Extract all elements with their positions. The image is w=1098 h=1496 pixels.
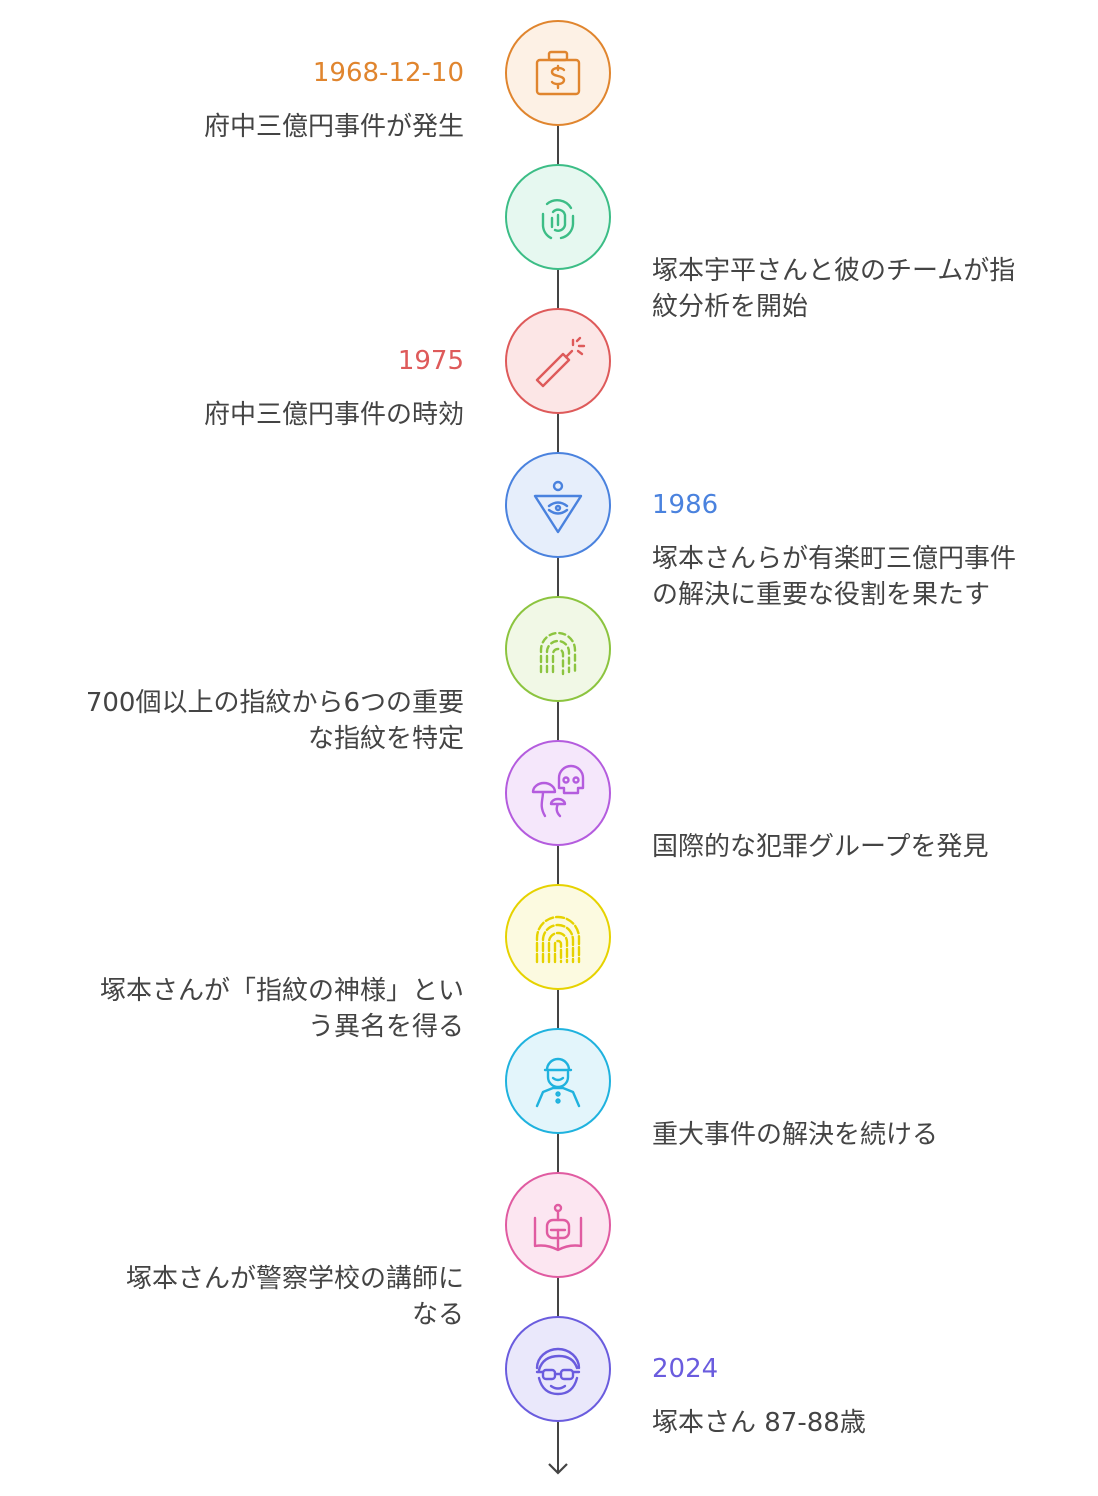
description-line: 紋分析を開始 <box>652 292 809 322</box>
event-icon-circle <box>505 740 611 846</box>
fingerprint-icon <box>541 199 575 240</box>
event-icon-circle <box>505 1316 611 1422</box>
event-icon-circle <box>505 1028 611 1134</box>
skull-mushroom-icon <box>531 764 585 818</box>
event-description: 塚本さん 87-88歳 <box>652 1405 1092 1441</box>
event-icon-circle <box>505 308 611 414</box>
event-icon-circle <box>505 452 611 558</box>
description-line: 塚本さん 87-88歳 <box>652 1408 866 1438</box>
triangle-eye-icon <box>533 480 583 534</box>
event-icon-circle <box>505 596 611 702</box>
detective-icon <box>535 1057 581 1108</box>
description-line: 700個以上の指紋から6つの重要 <box>85 688 464 718</box>
description-line: 重大事件の解決を続ける <box>652 1120 939 1150</box>
arch-fingerprint-icon <box>539 631 577 676</box>
arrow-down-icon <box>548 1456 568 1475</box>
event-description: 塚本宇平さんと彼のチームが指紋分析を開始 <box>652 253 1092 325</box>
event-description: 塚本さんが「指紋の神様」という異名を得る <box>24 973 464 1045</box>
event-description: 塚本さんらが有楽町三億円事件の解決に重要な役割を果たす <box>652 541 1092 613</box>
event-description: 府中三億円事件の時効 <box>24 397 464 433</box>
event-description: 府中三億円事件が発生 <box>24 109 464 145</box>
elder-glasses-icon <box>535 1347 581 1396</box>
description-line: の解決に重要な役割を果たす <box>652 580 991 610</box>
money-bag-icon <box>535 50 581 96</box>
description-line: なる <box>411 1300 464 1330</box>
description-line: う異名を得る <box>307 1012 464 1042</box>
event-icon-circle <box>505 884 611 990</box>
description-line: 塚本さんらが有楽町三億円事件 <box>652 544 1017 574</box>
event-icon-circle <box>505 164 611 270</box>
fingerprint-lines-icon <box>535 915 581 964</box>
robot-book-icon <box>533 1203 583 1252</box>
event-date: 1975 <box>397 346 464 376</box>
event-description: 重大事件の解決を続ける <box>652 1117 1092 1153</box>
description-line: な指紋を特定 <box>307 724 464 754</box>
description-line: 府中三億円事件が発生 <box>203 112 464 142</box>
description-line: 国際的な犯罪グループを発見 <box>652 832 989 862</box>
description-line: 府中三億円事件の時効 <box>203 400 464 430</box>
event-date: 2024 <box>652 1354 719 1384</box>
description-line: 塚本さんが警察学校の講師に <box>125 1264 464 1294</box>
event-icon-circle <box>505 20 611 126</box>
description-line: 塚本さんが「指紋の神様」とい <box>99 976 464 1006</box>
event-description: 国際的な犯罪グループを発見 <box>652 829 1092 865</box>
event-description: 700個以上の指紋から6つの重要な指紋を特定 <box>24 685 464 757</box>
event-description: 塚本さんが警察学校の講師になる <box>24 1261 464 1333</box>
event-icon-circle <box>505 1172 611 1278</box>
dynamite-icon <box>535 336 586 388</box>
event-date: 1986 <box>652 490 719 520</box>
description-line: 塚本宇平さんと彼のチームが指 <box>652 256 1016 286</box>
event-date: 1968-12-10 <box>312 58 464 88</box>
